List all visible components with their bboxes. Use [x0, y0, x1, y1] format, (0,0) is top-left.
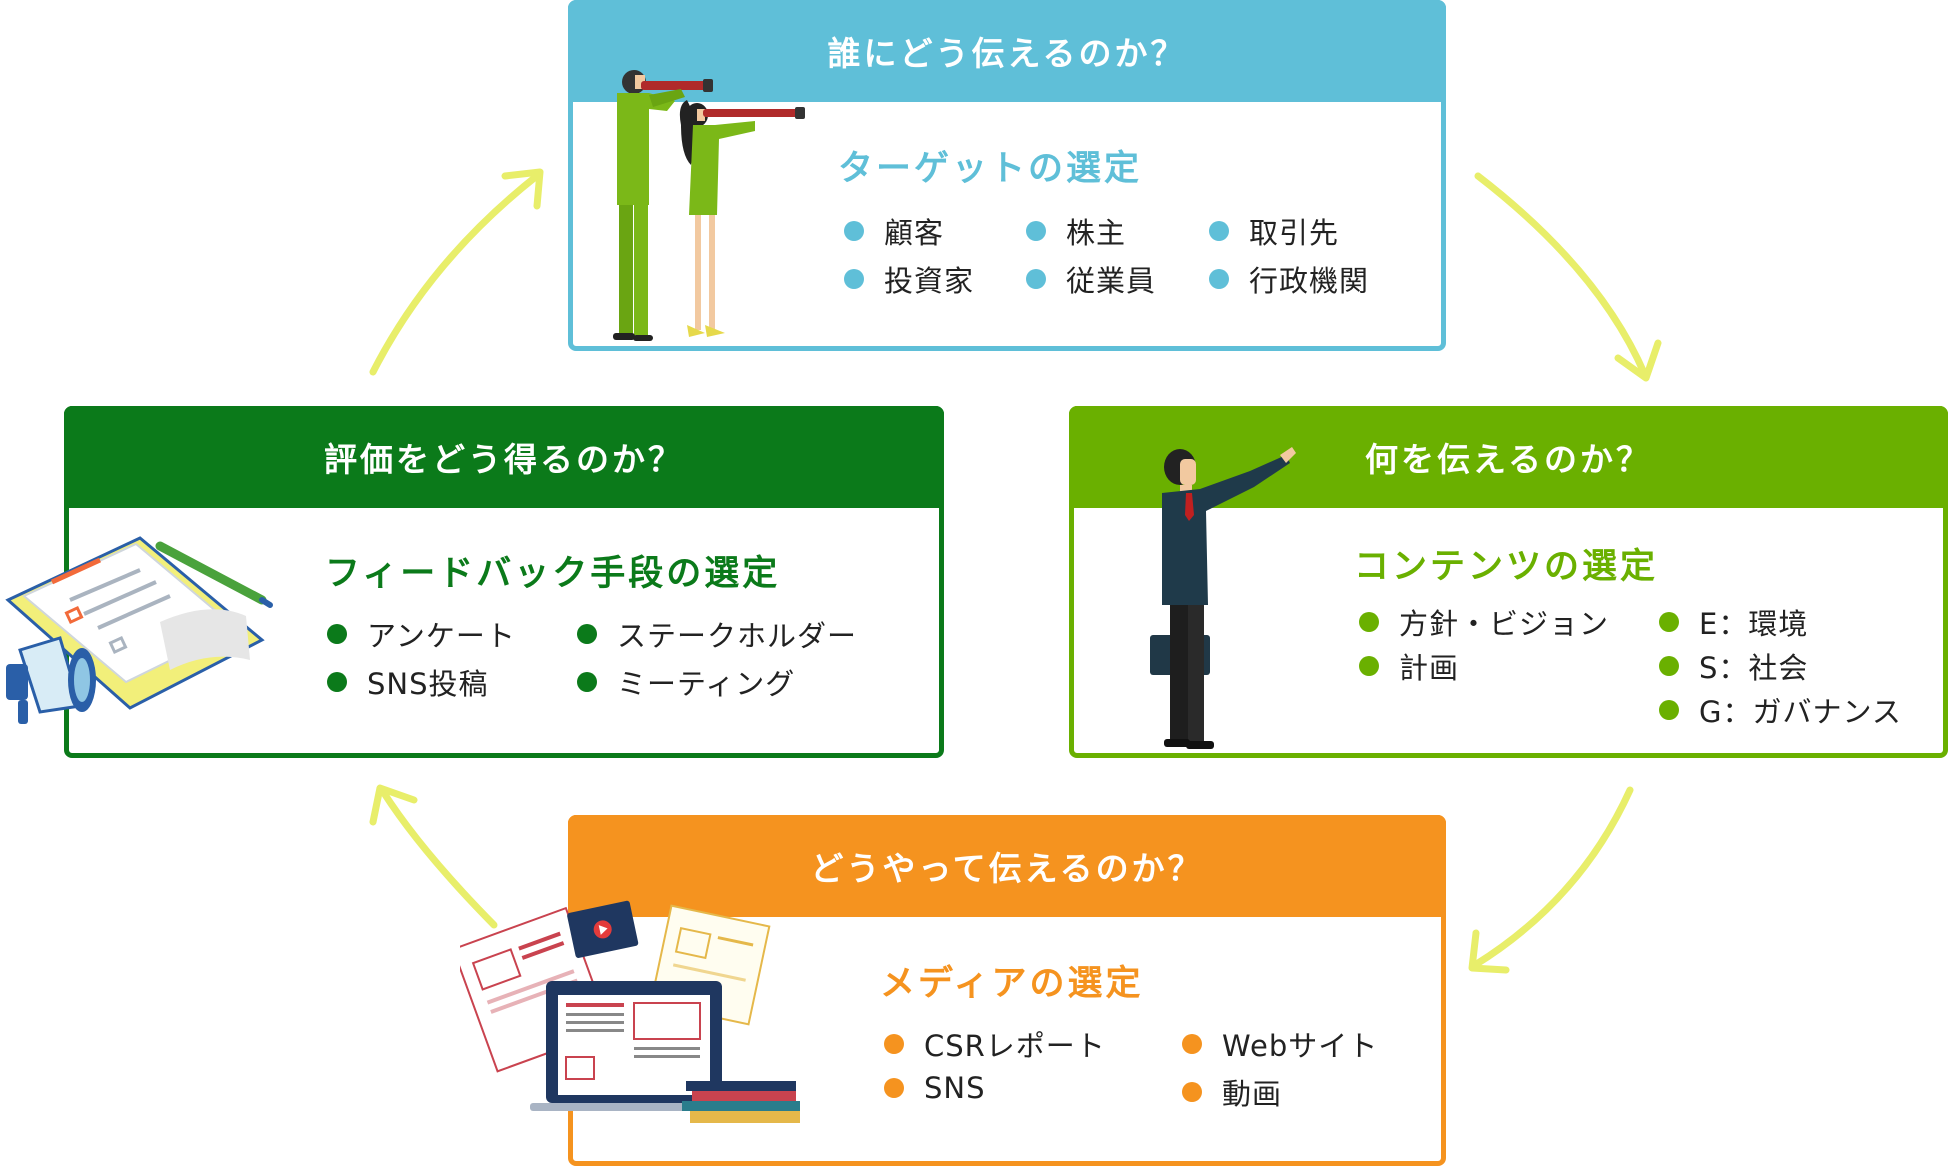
- list-item: CSRレポート: [884, 1023, 1106, 1065]
- cycle-arrow-icon: [378, 786, 498, 929]
- subtitle-target: ターゲットの選定: [838, 149, 1143, 189]
- card-contents: 何を伝えるのか？ コンテンツの選定 方針・ビジョン 計画 E：環境 S：社会 G…: [1069, 406, 1948, 758]
- list-item: 方針・ビジョン: [1359, 601, 1609, 643]
- cycle-arrow-icon: [369, 171, 542, 376]
- bullet-dot-icon: [1359, 656, 1379, 676]
- card-feedback: 評価をどう得るのか？ フィードバック手段の選定 アンケート SNS投稿 ステーク…: [64, 406, 944, 758]
- list-item: G：ガバナンス: [1659, 689, 1902, 731]
- list-item: Webサイト: [1182, 1023, 1378, 1065]
- cycle-arrow-icon: [1614, 339, 1662, 382]
- bullet-dot-icon: [844, 221, 864, 241]
- cycle-arrow-icon: [369, 784, 418, 826]
- bullet-dot-icon: [884, 1034, 904, 1054]
- list-item: SNS投稿: [327, 661, 489, 703]
- subtitle-media: メディアの選定: [880, 964, 1144, 1004]
- bullet-dot-icon: [577, 672, 597, 692]
- list-item: 株主: [1026, 210, 1126, 252]
- bullet-dot-icon: [1659, 700, 1679, 720]
- binoculars-people-illustration: [613, 70, 805, 341]
- bullet-dot-icon: [1026, 221, 1046, 241]
- bullet-dot-icon: [1026, 269, 1046, 289]
- card-header-media: どうやって伝えるのか？: [568, 815, 1446, 917]
- card-header-feedback: 評価をどう得るのか？: [64, 406, 944, 508]
- list-item: SNS: [884, 1071, 986, 1105]
- list-item: アンケート: [327, 613, 516, 655]
- subtitle-feedback: フィードバック手段の選定: [325, 554, 781, 594]
- list-item: 計画: [1359, 645, 1459, 687]
- list-item: S：社会: [1659, 645, 1808, 687]
- list-item: 動画: [1182, 1071, 1282, 1113]
- media-documents-illustration: [460, 900, 800, 1123]
- list-item: 行政機関: [1209, 258, 1369, 300]
- bullet-dot-icon: [327, 672, 347, 692]
- cycle-arrow-icon: [1471, 786, 1634, 969]
- subtitle-contents: コンテンツの選定: [1354, 547, 1659, 587]
- bullet-dot-icon: [884, 1078, 904, 1098]
- list-item: 顧客: [844, 210, 944, 252]
- bullet-dot-icon: [844, 269, 864, 289]
- bullet-dot-icon: [1209, 269, 1229, 289]
- list-item: E：環境: [1659, 601, 1808, 643]
- card-header-target: 誰にどう伝えるのか？: [568, 0, 1446, 102]
- bullet-dot-icon: [1659, 612, 1679, 632]
- list-item: ミーティング: [577, 661, 795, 703]
- pointing-businessman-illustration: [1150, 447, 1296, 749]
- list-item: 投資家: [844, 258, 974, 300]
- cycle-arrow-icon: [1474, 172, 1649, 379]
- list-item: ステークホルダー: [577, 613, 857, 655]
- bullet-dot-icon: [1209, 221, 1229, 241]
- clipboard-megaphone-illustration: [5, 536, 273, 724]
- list-item: 従業員: [1026, 258, 1156, 300]
- cycle-arrow-icon: [501, 168, 544, 210]
- cycle-arrow-icon: [1468, 929, 1510, 974]
- bullet-dot-icon: [1359, 612, 1379, 632]
- bullet-dot-icon: [327, 624, 347, 644]
- list-item: 取引先: [1209, 210, 1339, 252]
- bullet-dot-icon: [577, 624, 597, 644]
- bullet-dot-icon: [1659, 656, 1679, 676]
- bullet-dot-icon: [1182, 1082, 1202, 1102]
- bullet-dot-icon: [1182, 1034, 1202, 1054]
